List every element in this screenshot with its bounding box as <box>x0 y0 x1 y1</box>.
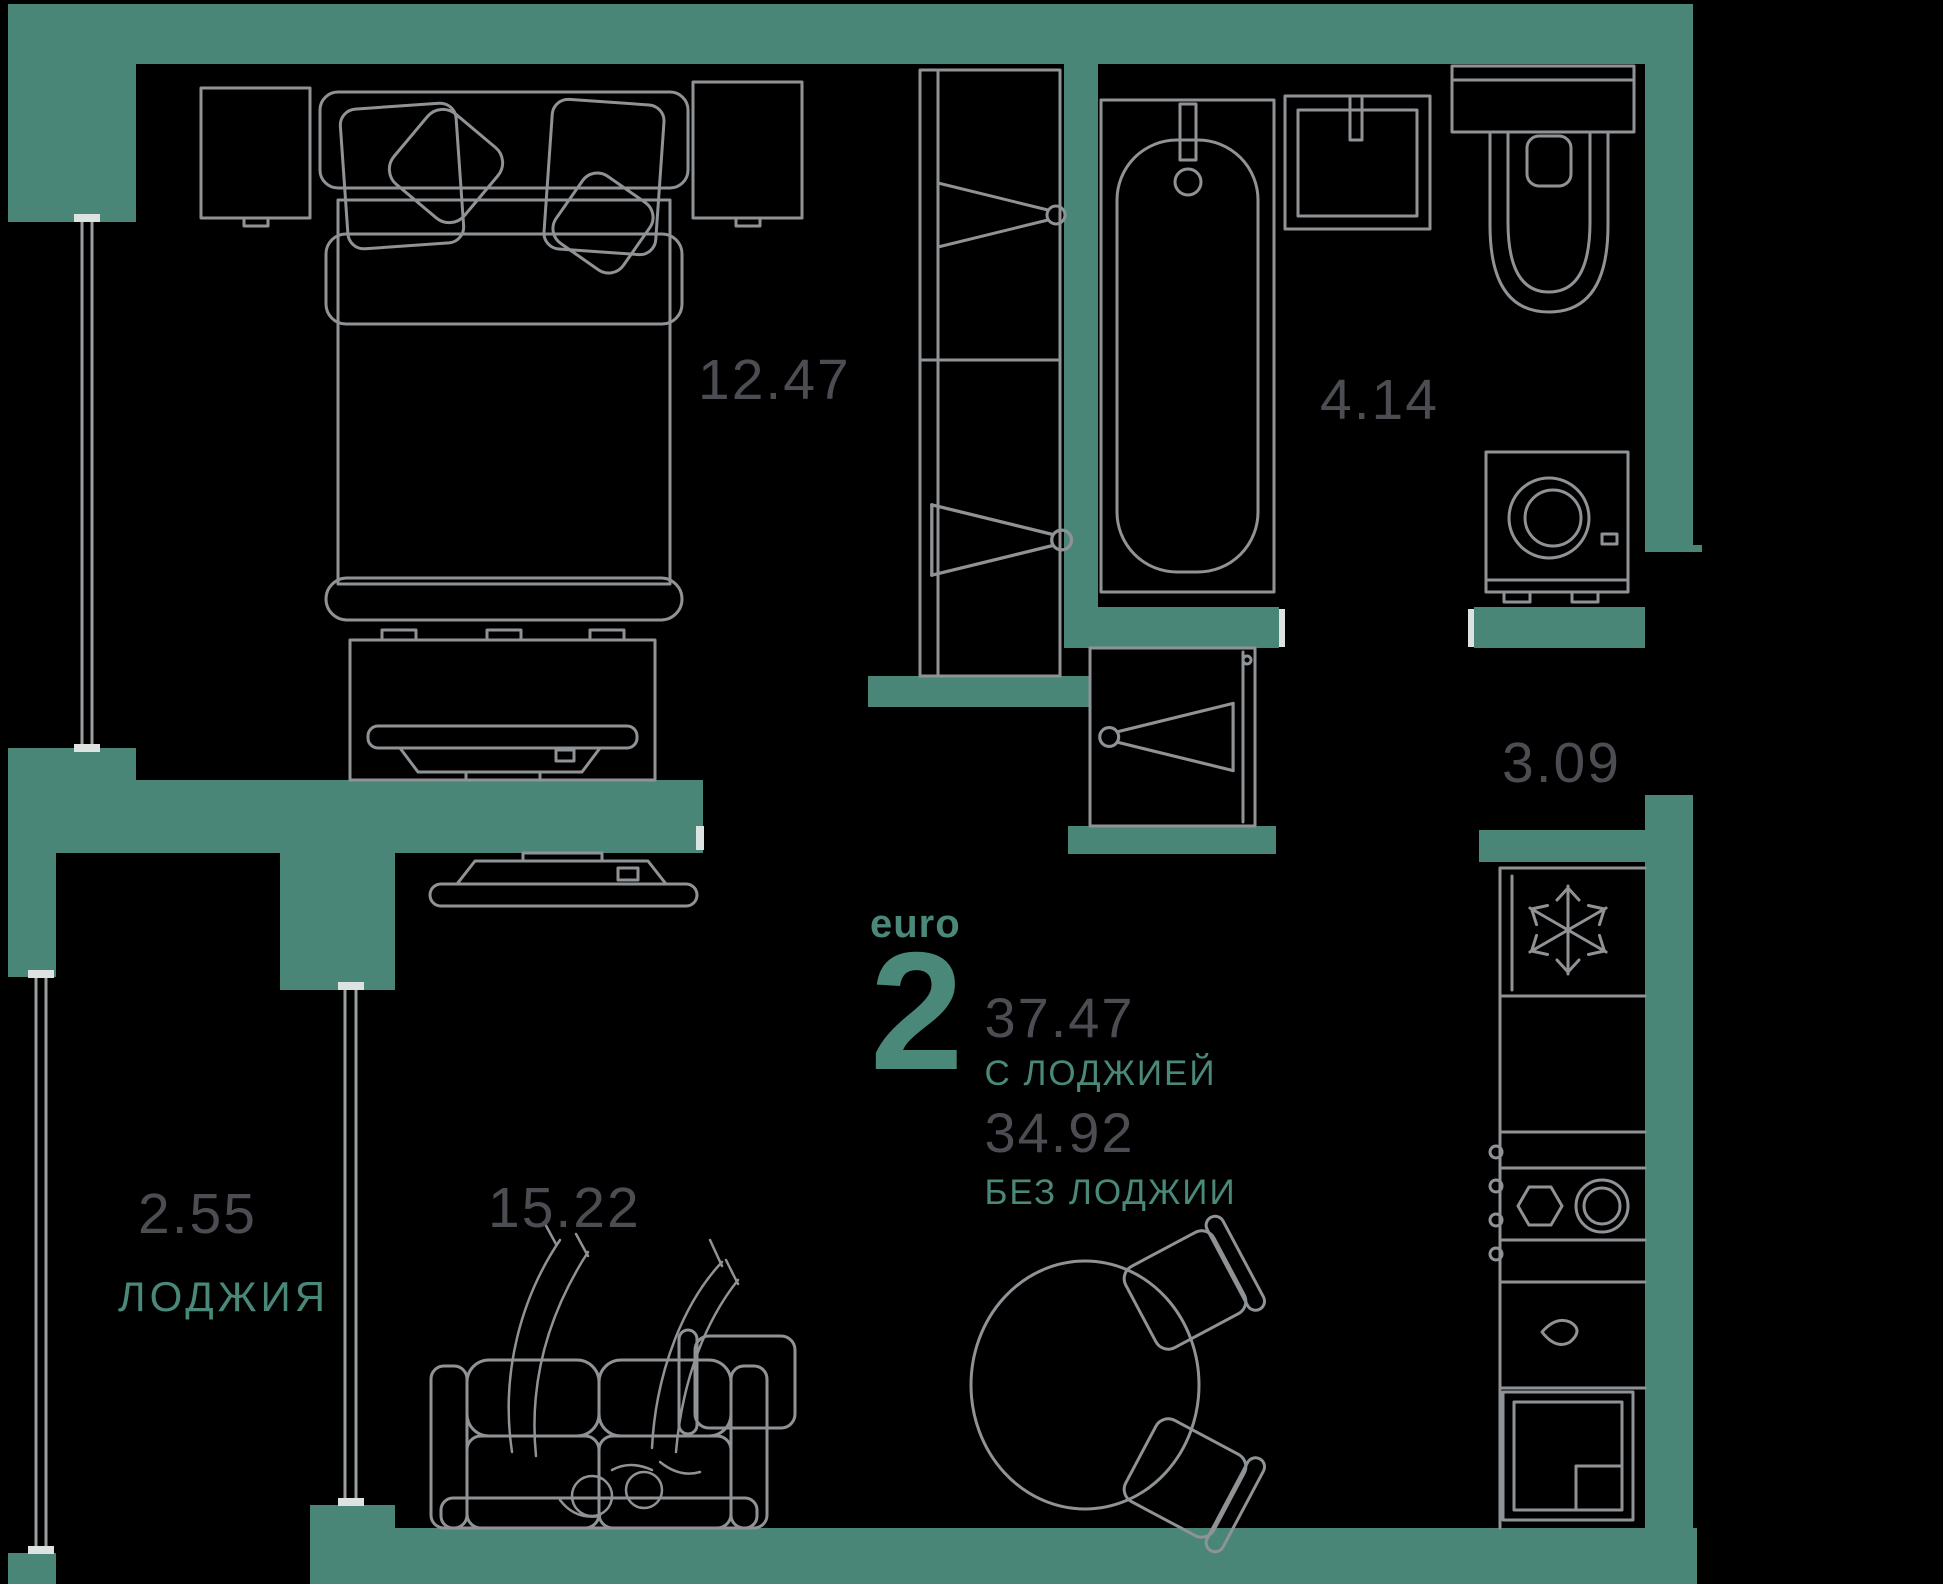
wall-loggia-corner-pillar <box>280 853 395 990</box>
furniture <box>199 64 1647 1557</box>
windows <box>34 222 358 1553</box>
nightstand-icon <box>199 86 312 228</box>
wardrobe-icon <box>918 358 1074 678</box>
bed-icon <box>318 90 690 622</box>
hall-wardrobe-icon <box>1088 646 1257 828</box>
pillow <box>387 107 505 225</box>
hallway-area-label: 3.09 <box>1502 731 1621 795</box>
unit-area-with-loggia: 37.47 <box>984 986 1135 1049</box>
chair-icon <box>1114 1211 1270 1361</box>
wall-top <box>8 4 1645 64</box>
hanger-icon <box>936 181 1067 249</box>
loggia-area-label: 2.55 <box>138 1182 257 1246</box>
walls <box>8 4 1702 1584</box>
wall-under-wardrobe <box>868 676 1090 707</box>
wardrobe-icon <box>918 68 1067 362</box>
kitchen-counter-icon <box>1498 866 1647 1530</box>
wall-left-below-window <box>8 748 136 782</box>
wall-ticks <box>28 214 1474 1554</box>
tv-icon <box>428 851 699 908</box>
sofa-icon <box>429 1358 769 1530</box>
kitchen-cabinet-icon <box>1501 1390 1635 1522</box>
wall-right-upper <box>1645 4 1693 545</box>
bedroom-area-label: 12.47 <box>698 348 851 412</box>
living-room-area-label: 15.22 <box>488 1176 641 1240</box>
unit-info: euro 2 37.47 С ЛОДЖИЕЙ 34.92 БЕЗ ЛОДЖИИ <box>870 904 1237 1224</box>
wall-bedroom-living-divider <box>8 780 703 853</box>
stove-icon <box>1488 1144 1630 1262</box>
dining-table-icon <box>969 1259 1201 1511</box>
fridge-icon <box>1510 874 1608 992</box>
wall-bathroom-left <box>1064 64 1098 648</box>
hanger-icon <box>930 503 1074 577</box>
nightstand-icon <box>691 80 804 228</box>
snowflake-icon <box>1528 884 1608 976</box>
wall-bottom <box>310 1528 1697 1584</box>
bathtub-icon <box>1099 98 1276 594</box>
bathroom-sink-icon <box>1283 94 1432 231</box>
wall-loggia-left-stub <box>8 1553 56 1584</box>
wall-loggia-left-upper <box>8 853 56 977</box>
kitchen-sink-icon <box>1540 1318 1579 1346</box>
pillow <box>551 171 655 275</box>
loggia-name-label: ЛОДЖИЯ <box>118 1273 330 1320</box>
people-on-sofa-icon <box>507 1220 740 1518</box>
wall-left-above-window <box>8 64 136 222</box>
hanger-icon <box>1098 701 1235 773</box>
wall-right-lower <box>1645 795 1693 1584</box>
tv-dresser-icon <box>348 628 657 782</box>
toilet-icon <box>1450 64 1636 314</box>
pillow <box>542 97 666 257</box>
bathroom-area-label: 4.14 <box>1320 368 1439 432</box>
unit-with-loggia-caption: С ЛОДЖИЕЙ <box>984 1054 1217 1093</box>
wall-bathroom-bottom-right <box>1474 607 1645 648</box>
wall-bathroom-bottom-left <box>1098 607 1279 648</box>
unit-rooms-count: 2 <box>870 917 963 1105</box>
wall-kitchen-top <box>1479 830 1645 862</box>
unit-area-without-loggia: 34.92 <box>984 1101 1135 1164</box>
washing-machine-icon <box>1484 450 1630 604</box>
unit-type-label: euro <box>870 902 961 946</box>
wall-right-entry-tick <box>1645 545 1702 552</box>
pillow <box>338 101 466 251</box>
wall-under-closet <box>1068 826 1276 854</box>
unit-without-loggia-caption: БЕЗ ЛОДЖИИ <box>984 1173 1237 1212</box>
chair-icon <box>677 1328 797 1436</box>
